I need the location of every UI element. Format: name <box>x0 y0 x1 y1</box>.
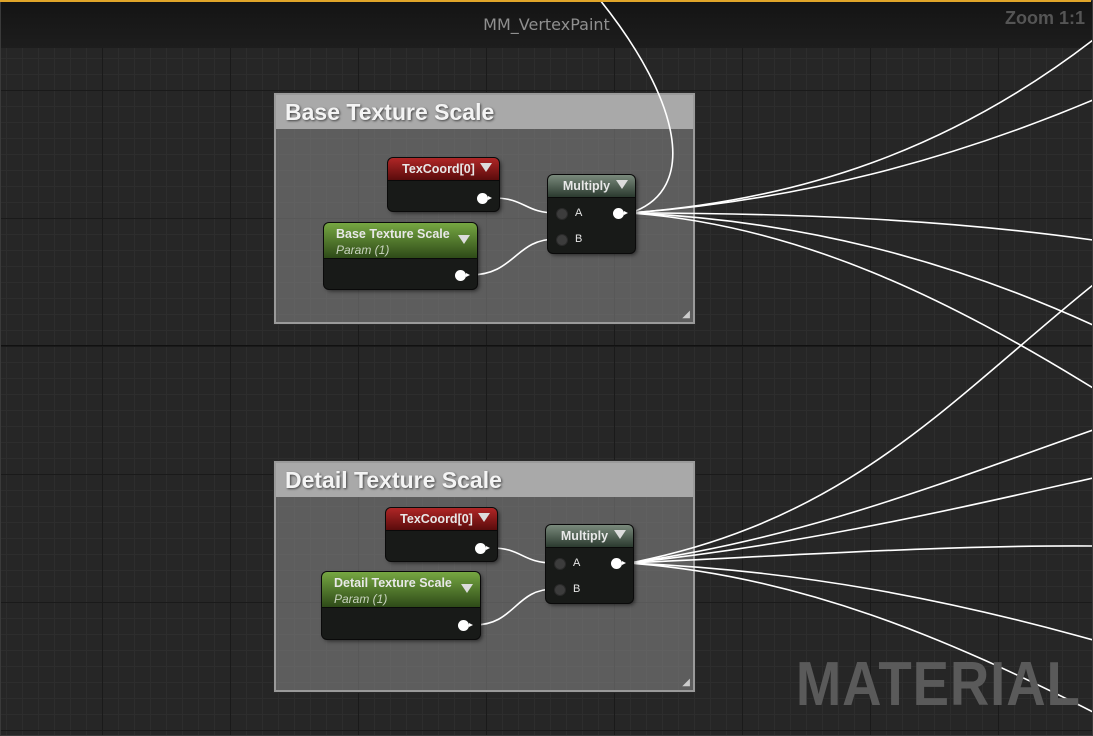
wire <box>629 284 1093 564</box>
comment-title[interactable]: Detail Texture Scale <box>276 463 693 497</box>
wire <box>629 212 1093 389</box>
collapse-arrow-icon[interactable] <box>478 513 490 522</box>
graph-title-bar: MM_VertexPaint <box>0 0 1093 48</box>
wire <box>629 39 1093 214</box>
node-title: Multiply <box>562 179 611 193</box>
input-pin-b-icon[interactable] <box>556 234 568 246</box>
graph-title: MM_VertexPaint <box>483 14 610 34</box>
collapse-arrow-icon[interactable] <box>480 163 492 172</box>
output-pin-icon[interactable] <box>611 558 626 569</box>
output-pin-icon[interactable] <box>477 193 492 204</box>
comment-title[interactable]: Base Texture Scale <box>276 95 693 129</box>
input-pin-a-icon[interactable] <box>556 208 568 220</box>
node-title: TexCoord[0] <box>402 162 475 176</box>
pin-label-a: A <box>575 207 583 219</box>
pin-label-b: B <box>573 583 581 595</box>
wire <box>629 212 1093 326</box>
node-title: Base Texture Scale <box>336 227 450 241</box>
multiply-node[interactable]: Multiply A B <box>548 175 635 253</box>
collapse-arrow-icon[interactable] <box>458 235 470 244</box>
resize-grip-icon[interactable]: ◢ <box>682 309 690 320</box>
collapse-arrow-icon[interactable] <box>614 530 626 539</box>
wire <box>627 429 1093 564</box>
collapse-arrow-icon[interactable] <box>461 584 473 593</box>
scalar-param-node[interactable]: Detail Texture Scale Param (1) <box>322 572 480 639</box>
texcoord-node[interactable]: TexCoord[0] <box>386 508 497 561</box>
input-pin-a-icon[interactable] <box>554 558 566 570</box>
wire <box>627 545 1093 564</box>
output-pin-icon[interactable] <box>613 208 628 219</box>
node-subtitle: Param (1) <box>336 243 390 257</box>
input-pin-b-icon[interactable] <box>554 584 566 596</box>
wire <box>627 477 1093 564</box>
output-pin-icon[interactable] <box>475 543 490 554</box>
node-title: TexCoord[0] <box>400 512 473 526</box>
resize-grip-icon[interactable]: ◢ <box>682 677 690 688</box>
zoom-indicator: Zoom 1:1 <box>1004 8 1085 28</box>
pin-label-b: B <box>575 233 583 245</box>
wire <box>629 212 1093 241</box>
output-pin-icon[interactable] <box>455 270 470 281</box>
wire <box>629 99 1093 214</box>
output-pin-icon[interactable] <box>458 620 473 631</box>
texcoord-node[interactable]: TexCoord[0] <box>388 158 499 211</box>
multiply-node[interactable]: Multiply A B <box>546 525 633 603</box>
node-title: Detail Texture Scale <box>334 576 452 590</box>
graph-type-watermark: MATERIAL <box>796 650 1081 719</box>
grid-axis-line <box>0 345 1093 346</box>
collapse-arrow-icon[interactable] <box>616 180 628 189</box>
node-title: Multiply <box>560 529 609 543</box>
pin-label-a: A <box>573 557 581 569</box>
wire <box>627 562 1093 641</box>
scalar-param-node[interactable]: Base Texture Scale Param (1) <box>324 223 477 289</box>
node-subtitle: Param (1) <box>334 592 388 606</box>
